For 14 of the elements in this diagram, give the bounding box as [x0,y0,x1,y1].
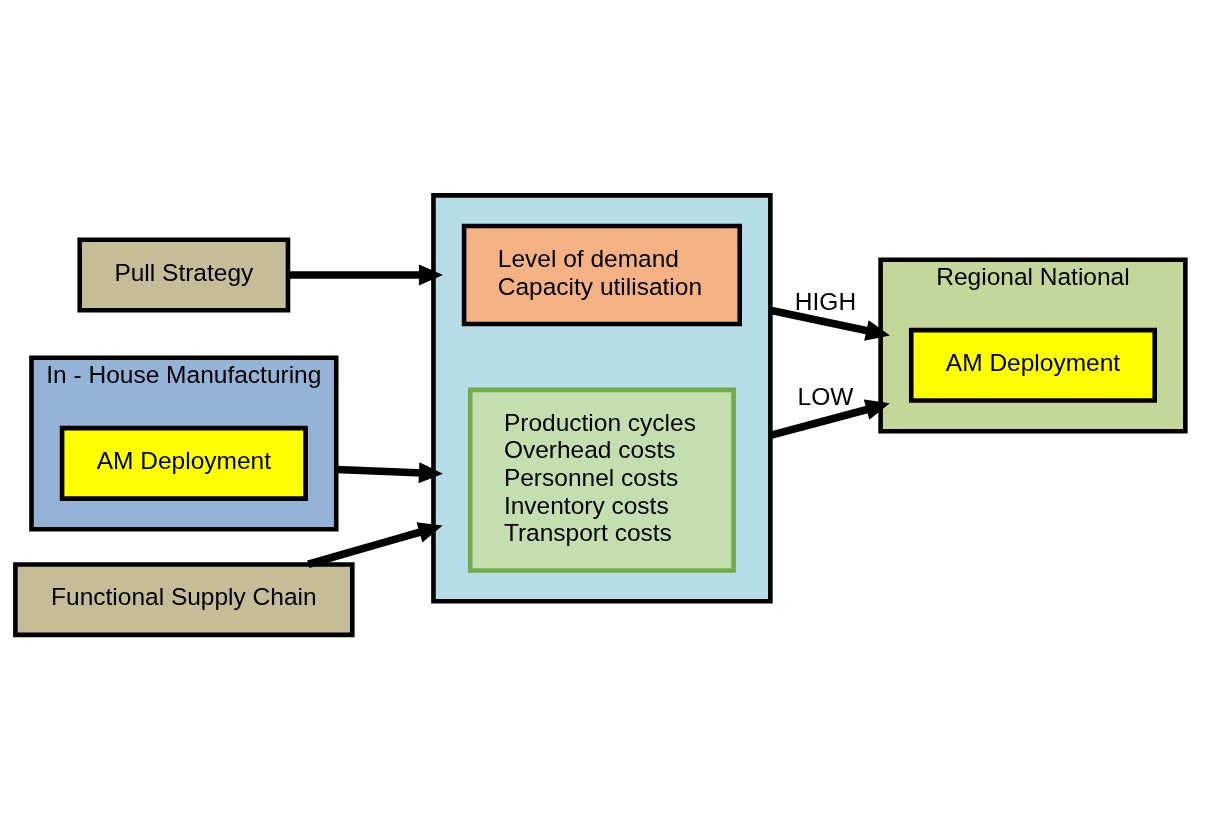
node-box: Pull Strategy [77,237,291,313]
arrow [769,306,890,341]
node-box: AM Deployment [59,425,308,501]
node-box: Production cycles Overhead costs Personnel costs Inventory costs Transport costs [467,387,736,573]
node-box: AM Deployment [908,327,1157,403]
cluster [431,192,773,603]
arrow [769,398,890,439]
arrow [336,461,443,483]
arrow [288,263,444,286]
edge-label: HIGH [794,287,857,315]
node-box: Level of demand Capacity utilisation [461,223,743,326]
node-box: Functional Supply Chain [13,561,355,637]
arrow [307,521,443,568]
edge-label: LOW [797,382,854,410]
